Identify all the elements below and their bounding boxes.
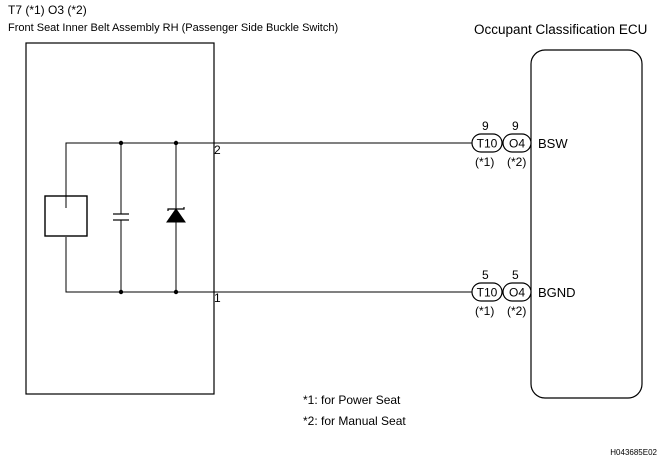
note-right: (*2) [507, 155, 526, 169]
terminal-label: BSW [538, 136, 568, 151]
connector-code-left: T10 [477, 137, 498, 151]
switch-internal-circuit [44, 142, 214, 293]
switch-pin-2: 2 [214, 143, 221, 157]
junction-dots [118, 140, 179, 295]
note-left: (*1) [475, 155, 494, 169]
connector-oval-left [471, 133, 503, 153]
connector-code-right: O4 [509, 286, 525, 300]
connector-oval-left [471, 282, 503, 302]
ecu-name-label: Occupant Classification ECU [474, 22, 647, 37]
wire-bgnd: 5 5 T10 O4 (*1) (*2) BGND [214, 268, 576, 318]
connector-code-label: T7 (*1) O3 (*2) [8, 3, 87, 17]
note-left: (*1) [475, 304, 494, 318]
pin-number-left: 5 [482, 268, 489, 282]
connector-code-right: O4 [509, 137, 525, 151]
pin-number-right: 9 [512, 119, 519, 133]
connector-code-left: T10 [477, 286, 498, 300]
buckle-switch-box [25, 42, 215, 395]
footnote-manual-seat: *2: for Manual Seat [303, 414, 406, 428]
figure-code: H043685E02 [610, 448, 657, 457]
ecu-box [530, 49, 643, 399]
note-right: (*2) [507, 304, 526, 318]
switch-element [44, 195, 88, 237]
internal-bottom-wire [65, 237, 214, 293]
pin-number-left: 9 [482, 119, 489, 133]
component-name-label: Front Seat Inner Belt Assembly RH (Passe… [8, 22, 338, 34]
footnote-power-seat: *1: for Power Seat [303, 393, 401, 407]
connector-oval-right [502, 133, 532, 153]
terminal-label: BGND [538, 285, 576, 300]
pin-number-right: 5 [512, 268, 519, 282]
wire-bsw: 9 9 T10 O4 (*1) (*2) BSW [214, 119, 568, 169]
switch-pin-1: 1 [214, 291, 221, 305]
connector-oval-right [502, 282, 532, 302]
internal-top-wire [65, 142, 214, 208]
diode-triangle [166, 208, 186, 223]
